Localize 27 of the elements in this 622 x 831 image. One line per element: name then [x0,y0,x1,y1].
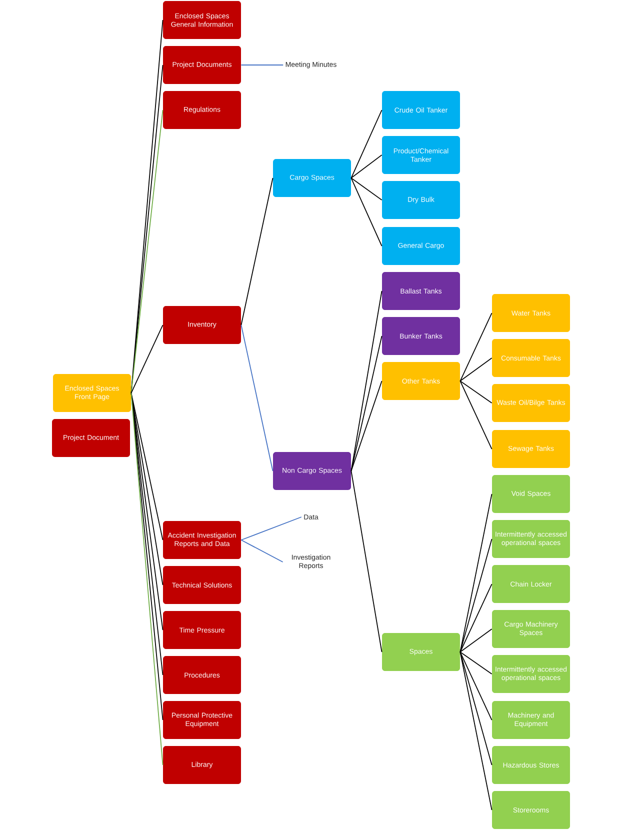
connector-line [240,540,284,562]
connector-line [460,312,492,382]
connector-line [460,538,492,652]
connector-line [460,652,492,766]
connector-line [130,324,164,394]
connector-line [350,470,382,652]
connector-line [350,110,382,178]
connector-line [350,154,382,178]
connector-line [460,358,492,382]
connector-line [460,380,492,450]
connector-line [240,516,302,540]
connector-line [240,178,274,326]
connector-line [460,652,492,720]
connector-line [130,392,164,586]
connector-line [240,324,274,472]
connector-line [460,652,492,810]
connector-line [240,64,284,66]
connector-line [350,380,382,472]
connector-line [460,628,492,652]
connector-line [460,380,492,404]
connector-line [460,652,492,674]
connector-line [460,494,492,652]
connector-line [350,178,382,246]
connector-line [350,178,382,200]
connector-line [350,336,382,472]
connector-line [350,290,382,472]
connector-line [460,584,492,652]
